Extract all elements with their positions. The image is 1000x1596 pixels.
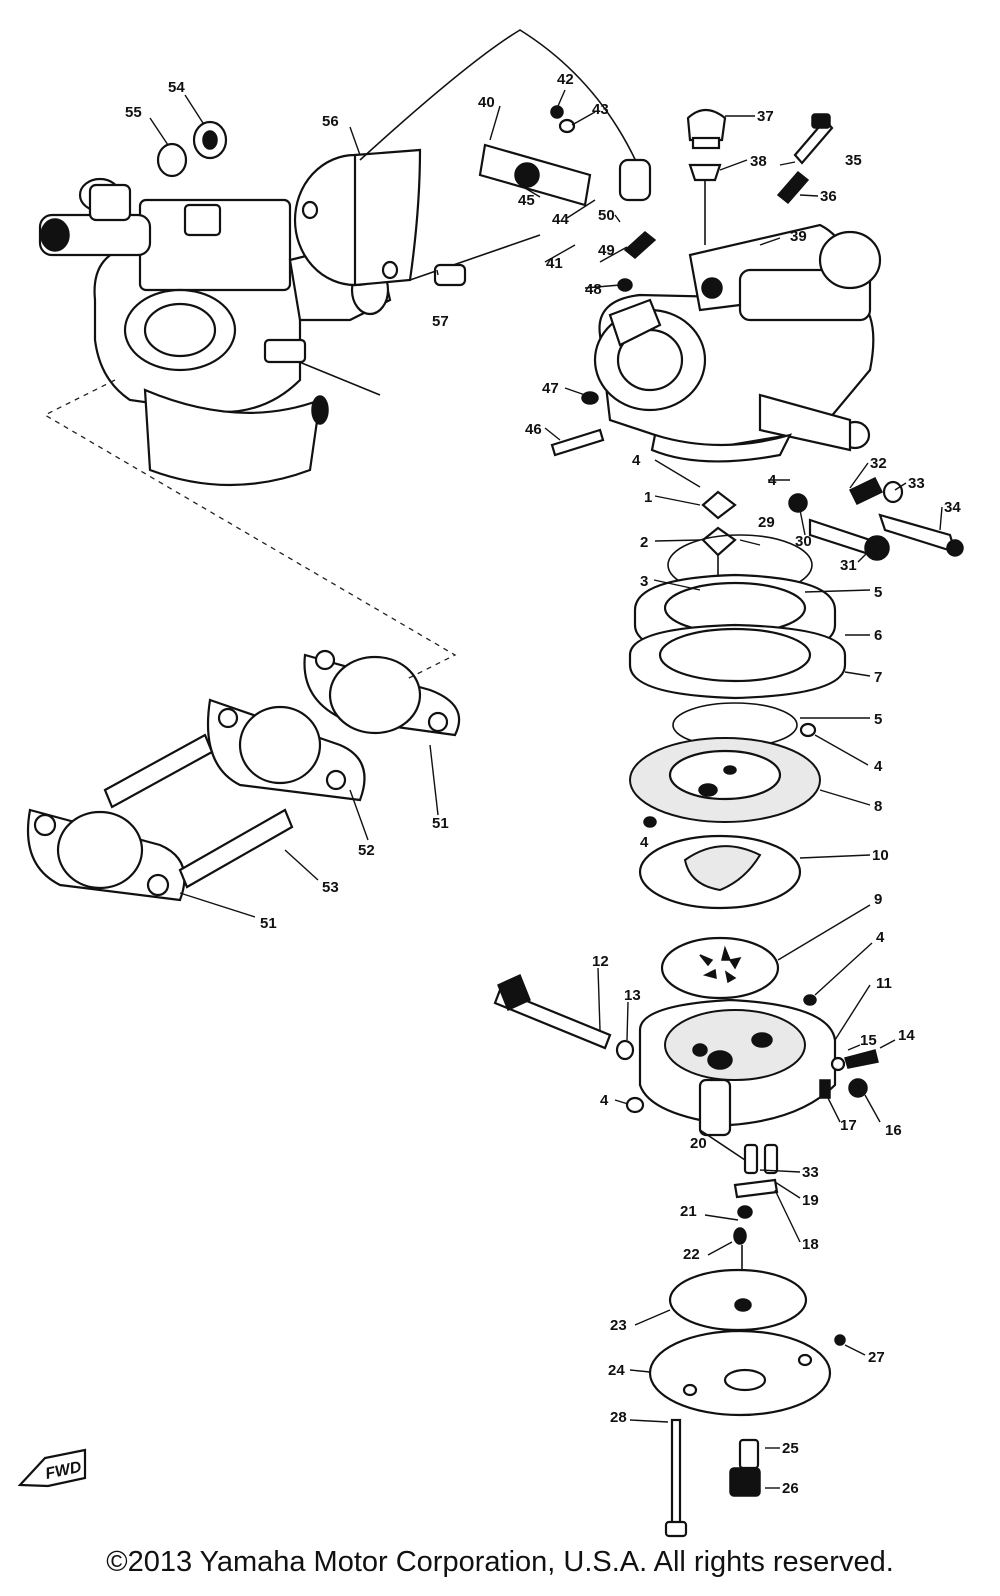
pump-stack bbox=[625, 490, 879, 1538]
part-30 bbox=[788, 493, 808, 513]
callout-44: 44 bbox=[552, 211, 569, 228]
part-49 bbox=[623, 231, 657, 259]
callout-51b: 51 bbox=[260, 915, 277, 932]
callout-4e: 4 bbox=[876, 929, 885, 946]
callout-26: 26 bbox=[782, 1480, 799, 1497]
callout-35: 35 bbox=[845, 152, 862, 169]
part-31 bbox=[808, 518, 874, 557]
part-56-air-duct bbox=[293, 29, 641, 287]
callout-55: 55 bbox=[125, 104, 142, 121]
callout-25: 25 bbox=[782, 1440, 799, 1457]
callout-39: 39 bbox=[790, 228, 807, 245]
fwd-arrow-icon: FWD bbox=[17, 1448, 87, 1488]
callout-15: 15 bbox=[860, 1032, 877, 1049]
callout-7: 7 bbox=[874, 669, 882, 686]
carburetor-exploded-diagram: 54 55 56 40 42 43 37 35 38 36 39 45 44 5… bbox=[17, 29, 964, 1538]
part-47 bbox=[581, 391, 599, 405]
callout-9: 9 bbox=[874, 891, 882, 908]
callout-51a: 51 bbox=[432, 815, 449, 832]
callout-20: 20 bbox=[690, 1135, 707, 1152]
callout-53: 53 bbox=[322, 879, 339, 896]
callout-42: 42 bbox=[557, 71, 574, 88]
bracket-40 bbox=[478, 105, 592, 207]
part-46 bbox=[550, 428, 605, 457]
callout-1: 1 bbox=[644, 489, 652, 506]
callout-43: 43 bbox=[592, 101, 609, 118]
part-55 bbox=[156, 142, 188, 178]
callout-56: 56 bbox=[322, 113, 339, 130]
callout-30: 30 bbox=[795, 533, 812, 550]
callout-38: 38 bbox=[750, 153, 767, 170]
callout-54: 54 bbox=[168, 79, 185, 96]
reference-dashed-line bbox=[43, 379, 457, 681]
callout-22: 22 bbox=[683, 1246, 700, 1263]
copyright-notice: ©2013 Yamaha Motor Corporation, U.S.A. A… bbox=[106, 1546, 894, 1578]
callout-5a: 5 bbox=[874, 584, 882, 601]
callout-36: 36 bbox=[820, 188, 837, 205]
parts-37-38 bbox=[686, 108, 727, 245]
callout-4a: 4 bbox=[632, 452, 641, 469]
callout-5b: 5 bbox=[874, 711, 882, 728]
callout-29: 29 bbox=[758, 514, 775, 531]
callout-34: 34 bbox=[944, 499, 961, 516]
callout-14: 14 bbox=[898, 1027, 915, 1044]
callout-52: 52 bbox=[358, 842, 375, 859]
callout-4b: 4 bbox=[768, 472, 777, 489]
part-13 bbox=[615, 1039, 635, 1061]
part-34 bbox=[878, 513, 957, 554]
callout-32: 32 bbox=[870, 455, 887, 472]
callout-23: 23 bbox=[610, 1317, 627, 1334]
callout-12: 12 bbox=[592, 953, 609, 970]
callout-10: 10 bbox=[872, 847, 889, 864]
callout-4c: 4 bbox=[874, 758, 883, 775]
callout-40: 40 bbox=[478, 94, 495, 111]
callout-33: 33 bbox=[908, 475, 925, 492]
right-carburetor bbox=[593, 158, 882, 463]
callout-37: 37 bbox=[757, 108, 774, 125]
callout-3: 3 bbox=[640, 573, 648, 590]
callout-41: 41 bbox=[546, 255, 563, 272]
callout-4f: 4 bbox=[600, 1092, 609, 1109]
callout-31: 31 bbox=[840, 557, 857, 574]
part-48 bbox=[617, 278, 633, 292]
part-32 bbox=[848, 477, 884, 505]
leader-lines bbox=[149, 89, 943, 1489]
callout-labels: 54 55 56 40 42 43 37 35 38 36 39 45 44 5… bbox=[125, 71, 961, 1497]
callout-18: 18 bbox=[802, 1236, 819, 1253]
callout-19: 19 bbox=[802, 1192, 819, 1209]
manifold-gaskets bbox=[26, 649, 461, 902]
callout-24: 24 bbox=[608, 1362, 625, 1379]
callout-13: 13 bbox=[624, 987, 641, 1004]
callout-16: 16 bbox=[885, 1122, 902, 1139]
callout-21: 21 bbox=[680, 1203, 697, 1220]
part-12 bbox=[493, 988, 612, 1050]
callout-28: 28 bbox=[610, 1409, 627, 1426]
parts-35-36 bbox=[776, 113, 834, 205]
callout-48: 48 bbox=[585, 281, 602, 298]
callout-4d: 4 bbox=[640, 834, 649, 851]
callout-46: 46 bbox=[525, 421, 542, 438]
callout-11: 11 bbox=[876, 975, 892, 992]
part-57 bbox=[433, 263, 467, 287]
callout-45: 45 bbox=[518, 192, 535, 209]
callout-2: 2 bbox=[640, 534, 648, 551]
callout-57: 57 bbox=[432, 313, 449, 330]
callout-50: 50 bbox=[598, 207, 615, 224]
callout-17: 17 bbox=[840, 1117, 857, 1134]
part-33 bbox=[882, 480, 904, 504]
callout-33b: 33 bbox=[802, 1164, 819, 1181]
callout-6: 6 bbox=[874, 627, 882, 644]
callout-47: 47 bbox=[542, 380, 559, 397]
callout-49: 49 bbox=[598, 242, 615, 259]
callout-27: 27 bbox=[868, 1349, 885, 1366]
callout-8: 8 bbox=[874, 798, 882, 815]
